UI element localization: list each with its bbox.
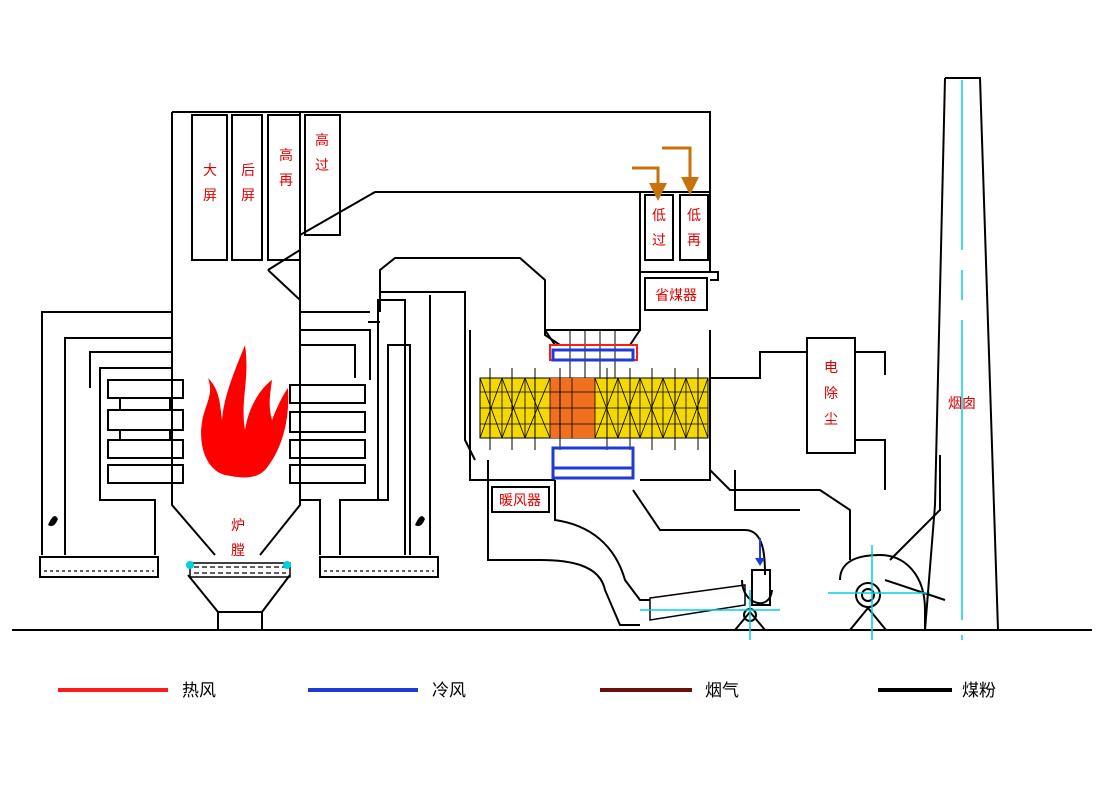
- forced-draft-fan: [649, 569, 773, 631]
- label-gao-zai-2: 再: [279, 173, 293, 189]
- right-mill-leaf: [415, 516, 425, 527]
- label-da-ping-1: 大: [203, 163, 217, 179]
- label-chimney: 烟囱: [948, 396, 976, 412]
- label-esp-2: 除: [824, 386, 838, 402]
- electrostatic-precipitator: [806, 337, 856, 454]
- cold-air-arrowhead: [755, 558, 765, 566]
- legend-label-pulverized-coal: 煤粉: [962, 681, 996, 701]
- right-mill-base: [319, 556, 439, 578]
- fan-ducts: [487, 351, 886, 626]
- induced-draft-fan: [839, 455, 946, 631]
- label-air-heater: 暖风器: [499, 493, 541, 509]
- label-furnace-2: 膛: [231, 543, 245, 559]
- chimney: [924, 77, 999, 631]
- label-esp-3: 尘: [824, 412, 838, 428]
- furnace-flame: [201, 345, 289, 478]
- legend-label-flue-gas: 烟气: [705, 681, 739, 701]
- hot-air-outlet: [549, 344, 638, 361]
- arrow-into-low-superheater: [632, 166, 667, 201]
- burner-dot-left: [186, 561, 194, 569]
- label-hou-ping-2: 屏: [241, 188, 255, 204]
- label-di-guo-1: 低: [652, 208, 666, 224]
- label-da-ping-2: 屏: [203, 188, 217, 204]
- left-mill-base: [39, 556, 159, 578]
- label-di-zai-1: 低: [687, 208, 701, 224]
- label-gao-guo-2: 过: [315, 158, 329, 174]
- label-gao-guo-1: 高: [315, 132, 329, 149]
- air-heater-box: [491, 486, 550, 513]
- label-hou-ping-1: 后: [241, 163, 255, 179]
- label-economizer: 省煤器: [655, 288, 697, 304]
- arrow-into-low-reheater: [662, 146, 699, 195]
- legend: 热风 冷风 烟气 煤粉: [58, 681, 996, 701]
- air-preheater: [479, 330, 709, 450]
- legend-label-cold-air: 冷风: [432, 681, 466, 701]
- burner-dot-right: [283, 561, 291, 569]
- furnace-grate: [194, 566, 286, 574]
- horizontal-flue: [267, 191, 710, 313]
- label-furnace-1: 炉: [231, 518, 245, 534]
- label-di-zai-2: 再: [687, 233, 701, 249]
- left-coal-mill: [41, 311, 184, 555]
- cold-air-top-duct: [551, 348, 635, 362]
- label-esp-1: 电: [824, 360, 838, 376]
- legend-label-hot-air: 热风: [182, 681, 216, 701]
- left-mill-leaf: [48, 516, 58, 527]
- cold-air-inlet: [551, 446, 635, 480]
- right-coal-mill: [289, 257, 561, 555]
- label-di-guo-2: 过: [652, 233, 666, 249]
- label-gao-zai-1: 高: [279, 147, 293, 164]
